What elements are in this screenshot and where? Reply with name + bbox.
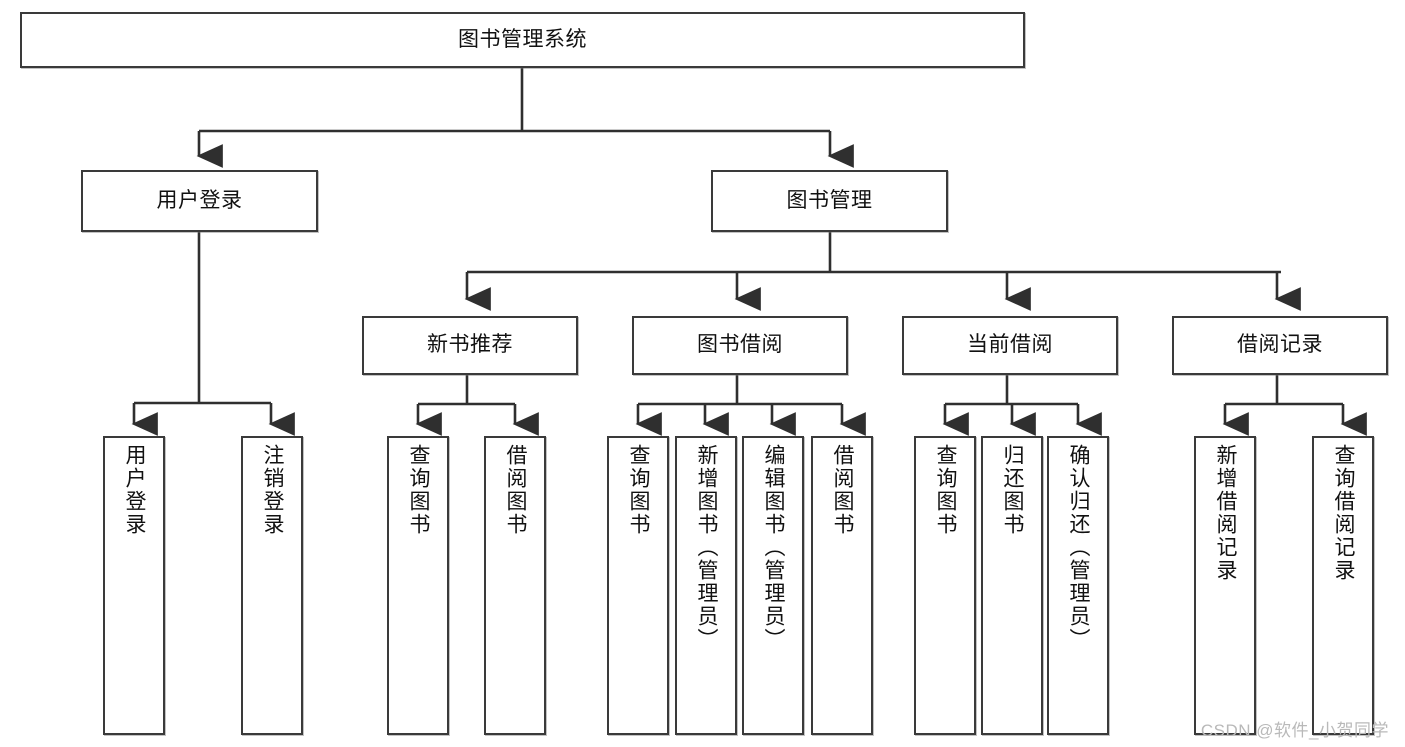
leaf-record-add-record[interactable]: 新增借阅记录 [1194,436,1256,735]
node-label: 编辑图书（管理员） [762,444,786,651]
node-label: 查询图书 [407,444,431,536]
leaf-current-query-book[interactable]: 查询图书 [914,436,976,735]
node-label: 新增借阅记录 [1214,444,1238,582]
node-label: 用户登录 [123,444,147,536]
leaf-current-return-book[interactable]: 归还图书 [981,436,1043,735]
node-label: 借阅记录 [1237,333,1323,357]
leaf-user-login-login[interactable]: 用户登录 [103,436,165,735]
leaf-recommend-query-book[interactable]: 查询图书 [387,436,449,735]
node-book-management[interactable]: 图书管理 [711,170,948,232]
node-label: 查询图书 [934,444,958,536]
node-label: 新书推荐 [427,333,513,357]
leaf-user-login-logout[interactable]: 注销登录 [241,436,303,735]
node-book-borrow[interactable]: 图书借阅 [632,316,848,375]
node-new-book-recommend[interactable]: 新书推荐 [362,316,578,375]
leaf-borrow-edit-book-admin[interactable]: 编辑图书（管理员） [742,436,804,735]
node-label: 图书管理系统 [458,27,587,51]
node-label: 查询图书 [627,444,651,536]
node-label: 当前借阅 [967,333,1053,357]
leaf-borrow-add-book-admin[interactable]: 新增图书（管理员） [675,436,737,735]
node-label: 新增图书（管理员） [695,444,719,651]
csdn-watermark: CSDN @软件_小贺同学 [1200,721,1389,740]
node-label: 借阅图书 [504,444,528,536]
leaf-borrow-borrow-book[interactable]: 借阅图书 [811,436,873,735]
node-root-book-management-system[interactable]: 图书管理系统 [20,12,1025,68]
leaf-recommend-borrow-book[interactable]: 借阅图书 [484,436,546,735]
node-label: 归还图书 [1001,444,1025,536]
leaf-borrow-query-book[interactable]: 查询图书 [607,436,669,735]
node-label: 查询借阅记录 [1332,444,1356,582]
node-label: 图书借阅 [697,333,783,357]
node-borrow-record[interactable]: 借阅记录 [1172,316,1388,375]
leaf-record-query-record[interactable]: 查询借阅记录 [1312,436,1374,735]
node-user-login[interactable]: 用户登录 [81,170,318,232]
node-label: 图书管理 [786,188,873,212]
leaf-current-confirm-return-admin[interactable]: 确认归还（管理员） [1047,436,1109,735]
node-label: 注销登录 [261,444,285,536]
node-current-borrow[interactable]: 当前借阅 [902,316,1118,375]
node-label: 确认归还（管理员） [1067,444,1091,651]
node-label: 用户登录 [156,188,243,212]
node-label: 借阅图书 [831,444,855,536]
